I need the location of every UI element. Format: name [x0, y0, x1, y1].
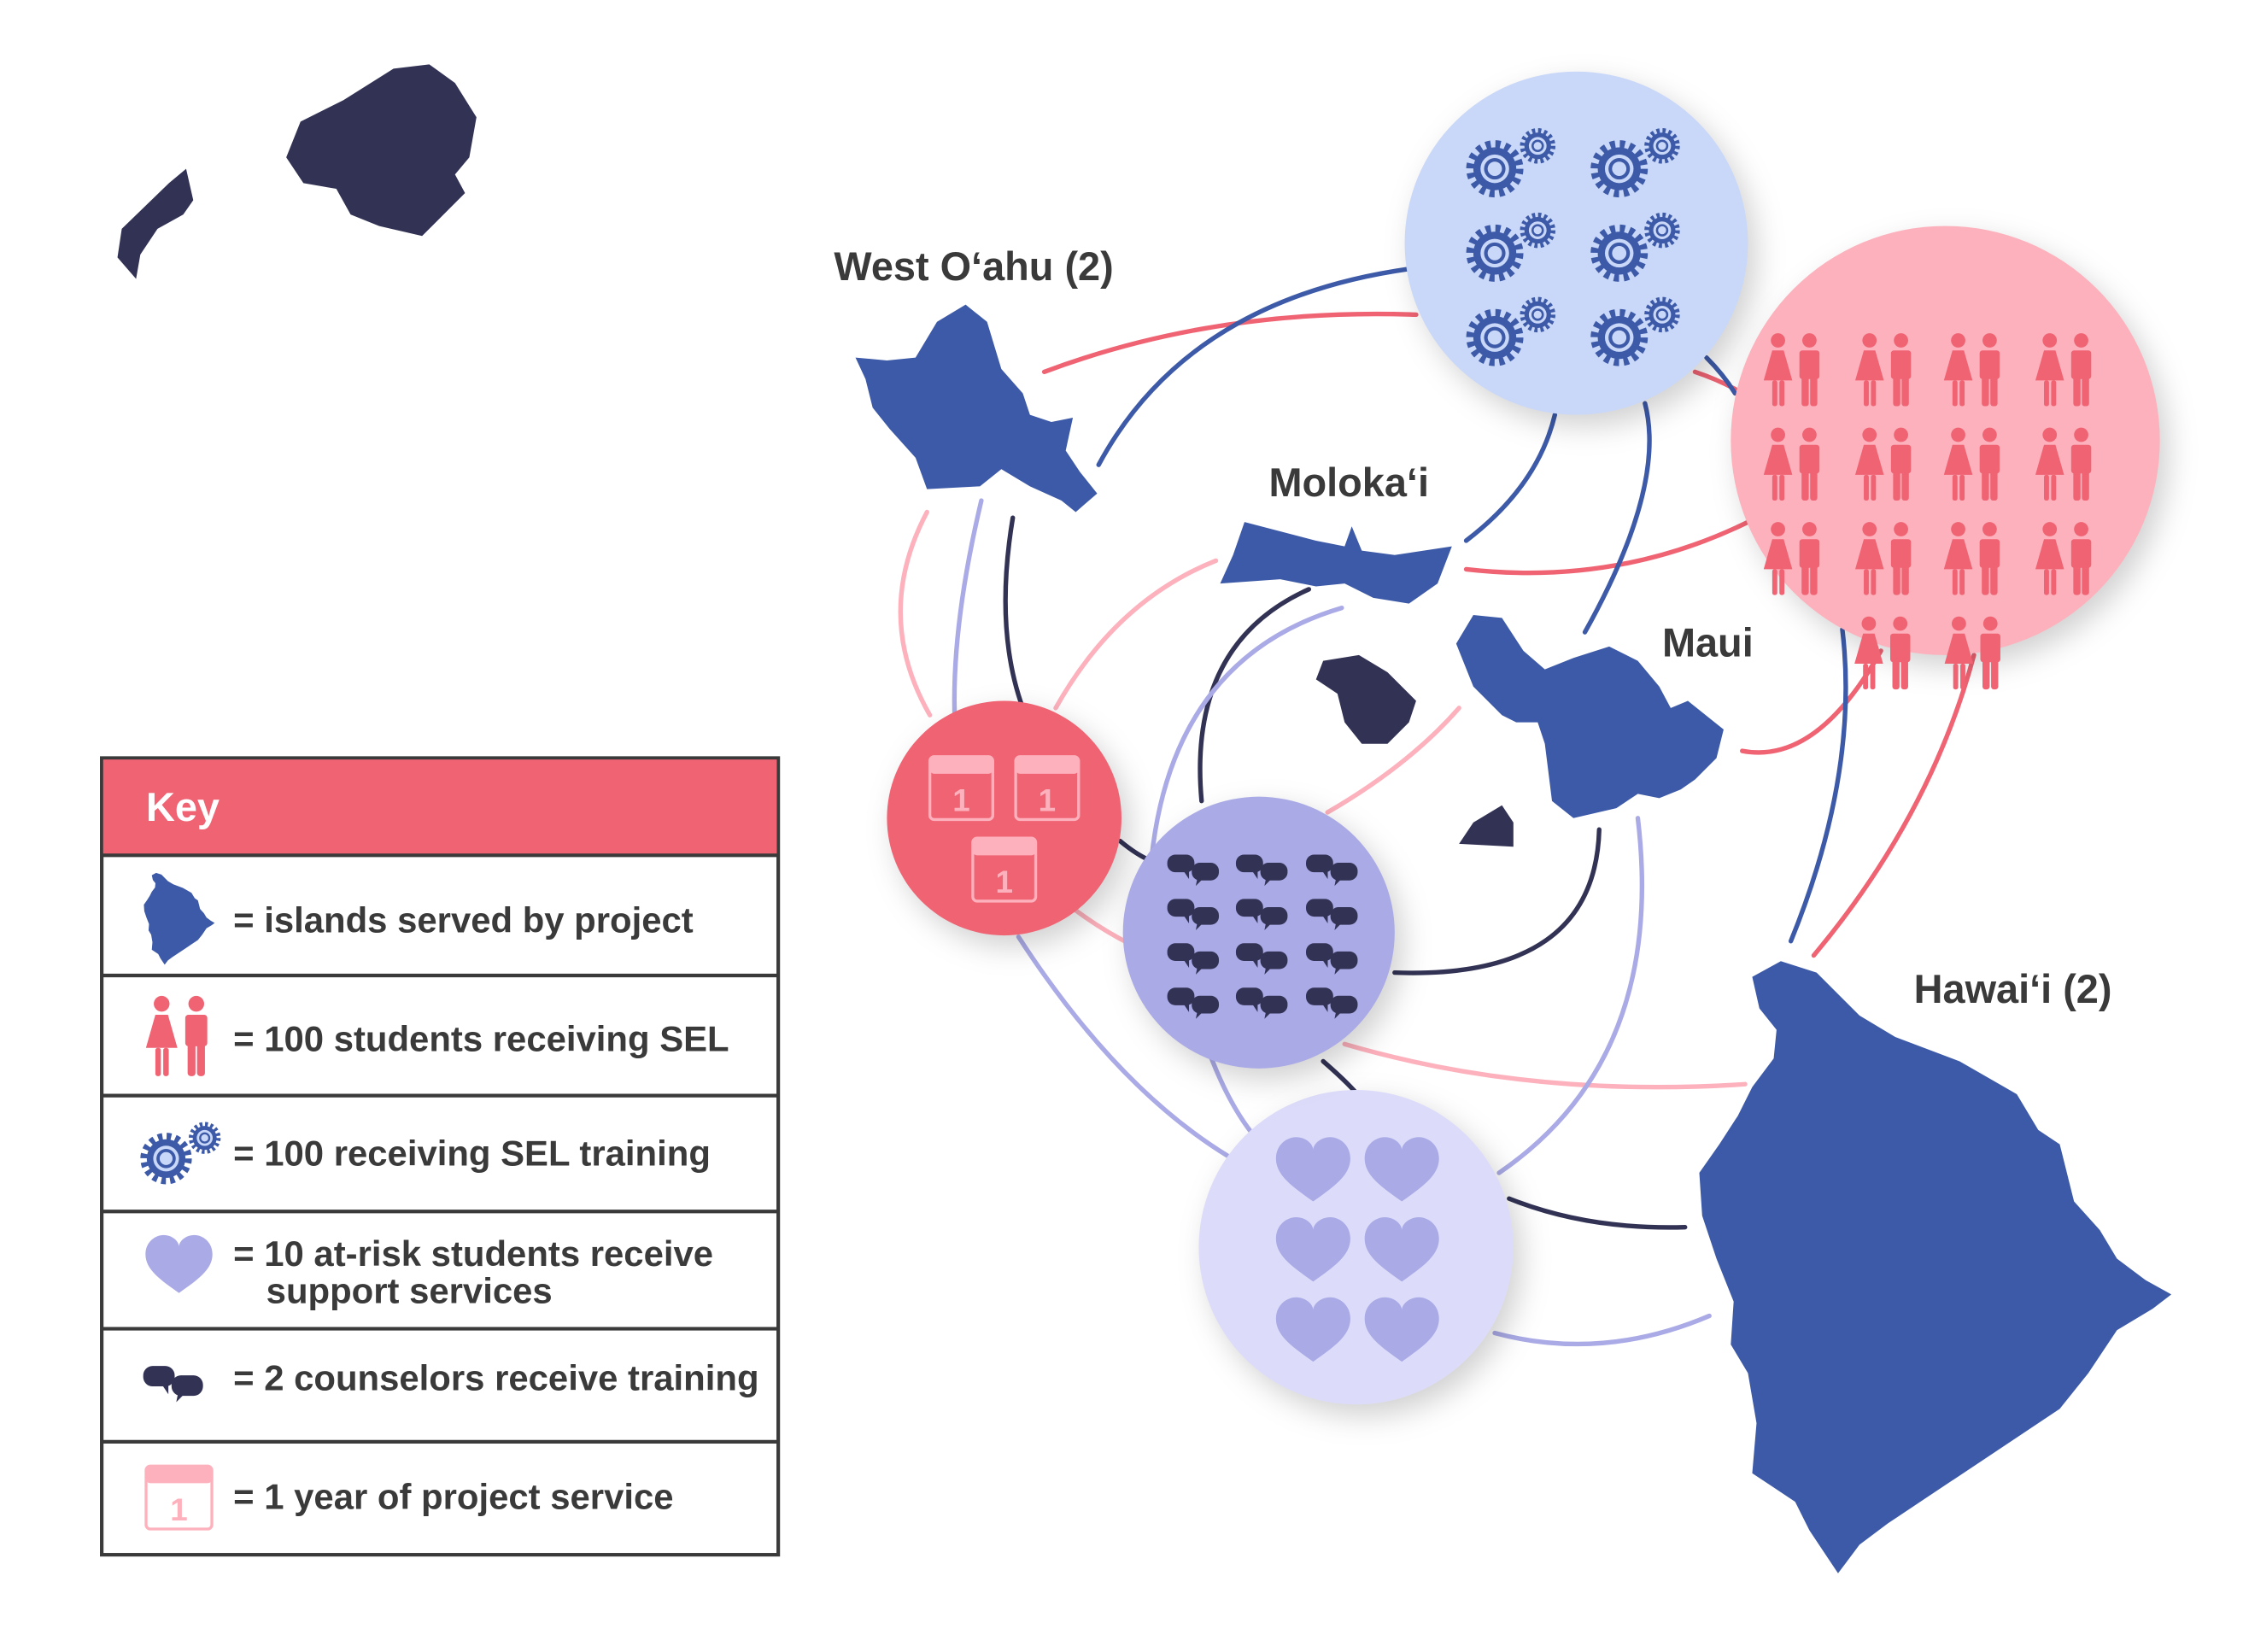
at-risk-bubble [1198, 1089, 1514, 1405]
connector-line [1325, 706, 1461, 815]
key-header [102, 759, 777, 856]
bubble-icons: 1 1 1 [928, 131, 2092, 1362]
students-bubble [1731, 226, 2160, 655]
key-text-students: = 100 students receiving SEL [233, 1019, 729, 1059]
key-text-counselors: = 2 counselors receive training [233, 1358, 758, 1398]
calendar-icon: 1 [928, 755, 994, 822]
island-kauai [286, 64, 477, 237]
connector-line [1053, 558, 1219, 711]
island-lanai [1315, 654, 1416, 744]
key-title: Key [146, 785, 220, 829]
connector-line [1342, 1041, 1748, 1090]
connector-line [1070, 905, 1133, 946]
connector-line [1463, 519, 1751, 576]
calendar-number: 1 [1039, 782, 1056, 817]
connector-line [1507, 1196, 1688, 1230]
connector-line [1321, 1058, 1359, 1095]
island-hawaii [1699, 961, 2172, 1573]
key-text-training: = 100 receiving SEL training [233, 1134, 711, 1174]
calendar-number: 1 [995, 864, 1012, 899]
island-molokai [1220, 522, 1452, 604]
key-legend: Key 1 = islands served by project = 100 … [100, 756, 781, 1557]
connector-line [1003, 515, 1026, 711]
connector-line [1740, 648, 1883, 755]
connector-line [1582, 401, 1652, 635]
sel-training-bubble [1404, 71, 1748, 415]
label-hawaii: Hawai‘i (2) [1914, 967, 2112, 1011]
label-maui: Maui [1662, 621, 1754, 665]
connector-line [1198, 587, 1312, 804]
calendar-icon: 1 [1014, 755, 1081, 822]
connector-line [898, 509, 933, 718]
key-text-at-risk: = 10 at-risk students receive [233, 1233, 713, 1274]
counselors-bubble [1122, 796, 1395, 1069]
label-west-oahu: West O‘ahu (2) [834, 244, 1113, 289]
key-text-years: = 1 year of project service [233, 1477, 673, 1517]
island-niihau [117, 168, 194, 279]
island-kahoolawe [1459, 805, 1514, 847]
connector-line [1016, 934, 1230, 1158]
connector-line [1704, 354, 1738, 396]
connector-line [1811, 653, 1977, 958]
calendar-number: 1 [170, 1492, 187, 1527]
connector-line [1788, 627, 1848, 944]
connector-line [1206, 1049, 1255, 1135]
calendar-icon: 1 [144, 1464, 214, 1531]
key-dividers [102, 853, 779, 1444]
calendar-icon: 1 [971, 836, 1038, 903]
connector-line [1149, 605, 1344, 861]
connector-line [1041, 311, 1419, 375]
connector-line [1496, 816, 1644, 1175]
connector-line [1492, 1313, 1712, 1347]
connector-line [1463, 412, 1558, 543]
calendar-number: 1 [952, 782, 969, 817]
connector-line [1096, 267, 1412, 467]
key-text-islands: = islands served by project [233, 900, 694, 940]
island-oahu [855, 304, 1098, 513]
label-molokai: Moloka‘i [1268, 460, 1429, 505]
island-maui [1455, 615, 1724, 818]
key-border [100, 756, 781, 1557]
key-text-at-risk-line2: support services [266, 1270, 553, 1310]
connector-line [1392, 827, 1602, 975]
